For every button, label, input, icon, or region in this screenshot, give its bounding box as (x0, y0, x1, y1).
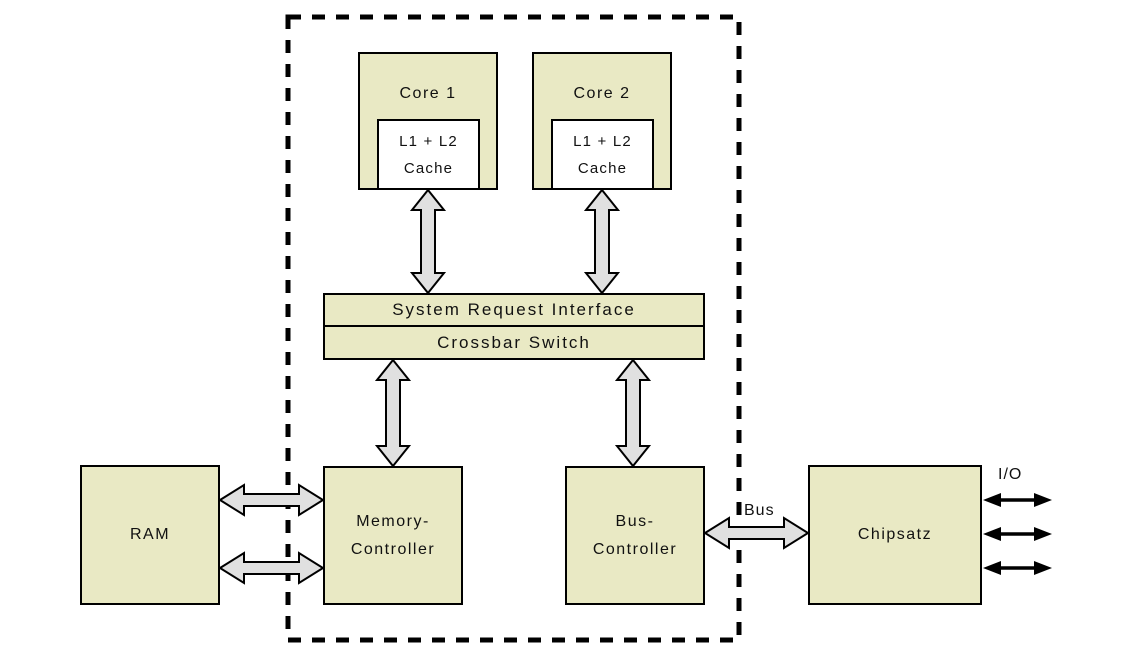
ram-label: RAM (129, 526, 171, 543)
core1-label: Core 1 (399, 85, 457, 102)
memory-controller-box: Memory- Controller (323, 466, 463, 605)
arrow-bus-controller-chipsatz (703, 516, 810, 550)
io-arrow-1 (983, 493, 1052, 507)
core1-cache-line2: Cache (403, 159, 454, 177)
crossbar-switch-label: Crossbar Switch (437, 332, 591, 352)
arrow-ram-memory-controller-2 (218, 551, 325, 585)
core2-cache-line2: Cache (577, 159, 628, 177)
io-arrow-3 (983, 561, 1052, 575)
bus-controller-line1: Bus- (615, 512, 655, 530)
core1-cache-line1: L1 + L2 (399, 132, 458, 150)
memory-controller-line2: Controller (350, 540, 436, 558)
chipsatz-label: Chipsatz (857, 526, 933, 543)
chipsatz-box: Chipsatz (808, 465, 982, 605)
system-request-interface-label: System Request Interface (392, 300, 636, 319)
bus-controller-line2: Controller (592, 540, 678, 558)
crossbar-switch-bar: Crossbar Switch (323, 325, 705, 360)
arrow-crossbar-memory-controller (374, 358, 412, 468)
cpu-die-boundary (285, 14, 742, 643)
arrow-core1-sri (409, 188, 447, 295)
memory-controller-line1: Memory- (356, 512, 430, 530)
core2-label: Core 2 (573, 85, 631, 102)
core2-cache-box: L1 + L2 Cache (551, 119, 654, 190)
bus-label: Bus (744, 502, 775, 519)
io-arrow-2 (983, 527, 1052, 541)
system-request-interface-bar: System Request Interface (323, 293, 705, 327)
arrow-core2-sri (583, 188, 621, 295)
core2-cache-line1: L1 + L2 (573, 132, 632, 150)
bus-controller-box: Bus- Controller (565, 466, 705, 605)
io-label: I/O (998, 466, 1023, 483)
arrow-ram-memory-controller-1 (218, 483, 325, 517)
core1-cache-box: L1 + L2 Cache (377, 119, 480, 190)
ram-box: RAM (80, 465, 220, 605)
arrow-crossbar-bus-controller (614, 358, 652, 468)
